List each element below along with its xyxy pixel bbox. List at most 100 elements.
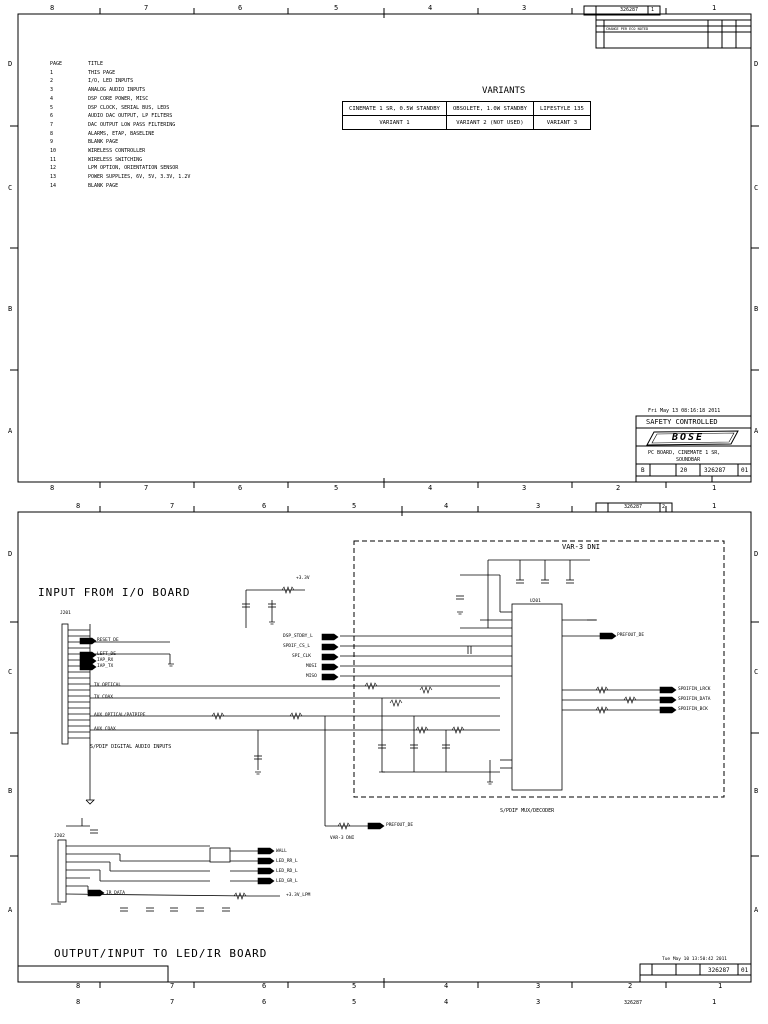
zone-3: 3 bbox=[522, 4, 527, 12]
row-b-right: B bbox=[754, 305, 759, 313]
sig-ir-data: IR_DATA bbox=[106, 891, 125, 896]
sheet2-doc-number-top: 326287 bbox=[624, 504, 643, 510]
page-col-header: PAGE bbox=[50, 61, 63, 67]
zone-1-bottom: 1 bbox=[712, 484, 717, 492]
board-title-line1: PC BOARD, CINEMATE 1 SR, bbox=[648, 450, 721, 456]
page-number: 5 bbox=[50, 104, 54, 111]
row-a-left: A bbox=[8, 427, 13, 435]
output-to-led-ir-board-title: OUTPUT/INPUT TO LED/IR BOARD bbox=[54, 947, 268, 960]
var3-dni-small-label: VAR-3 DNI bbox=[330, 836, 355, 841]
sheet3-zone-labels-top: 8 7 6 5 4 3 1 bbox=[0, 998, 768, 1008]
sheet2-zone-labels-bottom: 8 7 6 5 4 3 2 1 bbox=[0, 982, 768, 992]
s2-zone-2-bottom: 2 bbox=[628, 982, 633, 990]
s2-zone-8-bottom: 8 bbox=[76, 982, 81, 990]
variants-title: VARIANTS bbox=[482, 86, 526, 96]
s2-row-a-right: A bbox=[754, 906, 759, 914]
sheet1-timestamp: Fri May 13 08:16:18 2011 bbox=[648, 408, 721, 414]
page-title: WIRELESS CONTROLLER bbox=[88, 148, 146, 155]
bose-logo-text: BOSE bbox=[672, 432, 705, 443]
sheet1-rev: 01 bbox=[741, 467, 749, 474]
sig-led-gr: LED_GR_L bbox=[276, 879, 298, 884]
var3-dni-box bbox=[353, 540, 725, 798]
net-spdif-cs: SPDIF_CS_L bbox=[283, 644, 311, 649]
row-c-right: C bbox=[754, 184, 759, 192]
sig-aux-coax: AUX COAX bbox=[94, 727, 116, 732]
page-title: AUDIO DAC OUTPUT, LP FILTERS bbox=[88, 113, 173, 120]
j201-refdes: J201 bbox=[60, 611, 71, 616]
connector-j201 bbox=[61, 623, 95, 805]
s3-zone-7: 7 bbox=[170, 998, 175, 1006]
page-title: DAC OUTPUT LOW PASS FILTERING bbox=[88, 121, 176, 128]
net-miso: MISO bbox=[306, 674, 317, 679]
variant-label-1: VARIANT 1 bbox=[342, 115, 447, 130]
s2-row-b-right: B bbox=[754, 787, 759, 795]
s3-zone-6: 6 bbox=[262, 998, 267, 1006]
safety-controlled-label: SAFETY CONTROLLED bbox=[646, 418, 718, 426]
page-index-row: 6 AUDIO DAC OUTPUT, LP FILTERS bbox=[50, 112, 190, 121]
zone-7: 7 bbox=[144, 4, 149, 12]
board-title-line2: SOUNDBAR bbox=[676, 457, 701, 463]
page-number: 10 bbox=[50, 148, 57, 155]
s2-zone-4: 4 bbox=[444, 502, 449, 510]
page-number: 12 bbox=[50, 165, 57, 172]
page-title: I/O, LED INPUTS bbox=[88, 78, 134, 85]
page-number: 4 bbox=[50, 95, 54, 102]
var3-dni-label: VAR-3 DNI bbox=[562, 543, 600, 551]
zone-3-bottom: 3 bbox=[522, 484, 527, 492]
sig-tv-coax: TV COAX bbox=[94, 695, 113, 700]
zone-6: 6 bbox=[238, 4, 243, 12]
variant-name-2: OBSOLETE, 1.0W STANDBY bbox=[445, 101, 535, 116]
s2-row-b-left: B bbox=[8, 787, 13, 795]
variant-label-2: VARIANT 2 (NOT USED) bbox=[445, 115, 535, 130]
s2-zone-5: 5 bbox=[352, 502, 357, 510]
net-prefout-de-1: PREFOUT_DE bbox=[617, 633, 645, 638]
zone-2-bottom: 2 bbox=[616, 484, 621, 492]
s2-zone-7-bottom: 7 bbox=[170, 982, 175, 990]
page-title: DSP CORE POWER, MISC bbox=[88, 95, 149, 102]
s2-row-c-left: C bbox=[8, 668, 13, 676]
title-col-header: TITLE bbox=[88, 61, 104, 67]
sheet1-doc-number: 326287 bbox=[704, 467, 726, 474]
page-number: 13 bbox=[50, 174, 57, 181]
zone-1: 1 bbox=[712, 4, 717, 12]
page-title: POWER SUPPLIES, 6V, 5V, 3.3V, 1.2V bbox=[88, 174, 191, 181]
page-number: 1 bbox=[50, 69, 54, 76]
sig-iap-tx: IAP_TX bbox=[97, 664, 114, 669]
s2-row-a-left: A bbox=[8, 906, 13, 914]
s2-zone-3-bottom: 3 bbox=[536, 982, 541, 990]
net-spi-clk: SPI_CLK bbox=[292, 654, 311, 659]
sheet2-doc-number: 326287 bbox=[708, 967, 730, 974]
sig-aux-optical: AUX OPTICAL/PATPIPE bbox=[94, 713, 146, 718]
sig-wall: WALL bbox=[276, 849, 287, 854]
s3-zone-8: 8 bbox=[76, 998, 81, 1006]
zone-5: 5 bbox=[334, 4, 339, 12]
page-number: 6 bbox=[50, 113, 54, 120]
sheet2-sheet-no: 2 bbox=[662, 504, 666, 510]
page-title: BLANK PAGE bbox=[88, 182, 119, 189]
s2-zone-1: 1 bbox=[712, 502, 717, 510]
row-d-left: D bbox=[8, 60, 13, 68]
page-number: 11 bbox=[50, 156, 57, 163]
s2-zone-1-bottom: 1 bbox=[718, 982, 723, 990]
s3-zone-1: 1 bbox=[712, 998, 717, 1006]
sheet2-timestamp: Tue May 10 13:50:42 2011 bbox=[662, 957, 728, 962]
u201-refdes: U201 bbox=[530, 599, 541, 604]
resistors bbox=[211, 586, 637, 900]
s3-zone-3: 3 bbox=[536, 998, 541, 1006]
page-title: WIRELESS SWITCHING bbox=[88, 156, 143, 163]
variants-table: CINEMATE 1 SR, 0.5W STANDBY OBSOLETE, 1.… bbox=[342, 101, 591, 130]
spdif-mux-caption: S/PDIF MUX/DECODER bbox=[500, 808, 555, 814]
sheet1-zone-labels-top: 8 7 6 5 4 3 2 1 bbox=[0, 4, 768, 14]
sig-reset-de: RESET_DE bbox=[97, 638, 119, 643]
sheet3-doc-number-top: 326287 bbox=[624, 1000, 643, 1006]
sig-tv-optical: TV OPTICAL bbox=[94, 683, 122, 688]
page-title: ALARMS, ETAP, BASELINE bbox=[88, 130, 155, 137]
page-title: DSP CLOCK, SERIAL BUS, LEDS bbox=[88, 104, 170, 111]
row-c-left: C bbox=[8, 184, 13, 192]
capacitors bbox=[90, 579, 574, 912]
page-index-row: 4 DSP CORE POWER, MISC bbox=[50, 95, 190, 104]
j201-signal-lines bbox=[80, 589, 500, 827]
s2-zone-6: 6 bbox=[262, 502, 267, 510]
